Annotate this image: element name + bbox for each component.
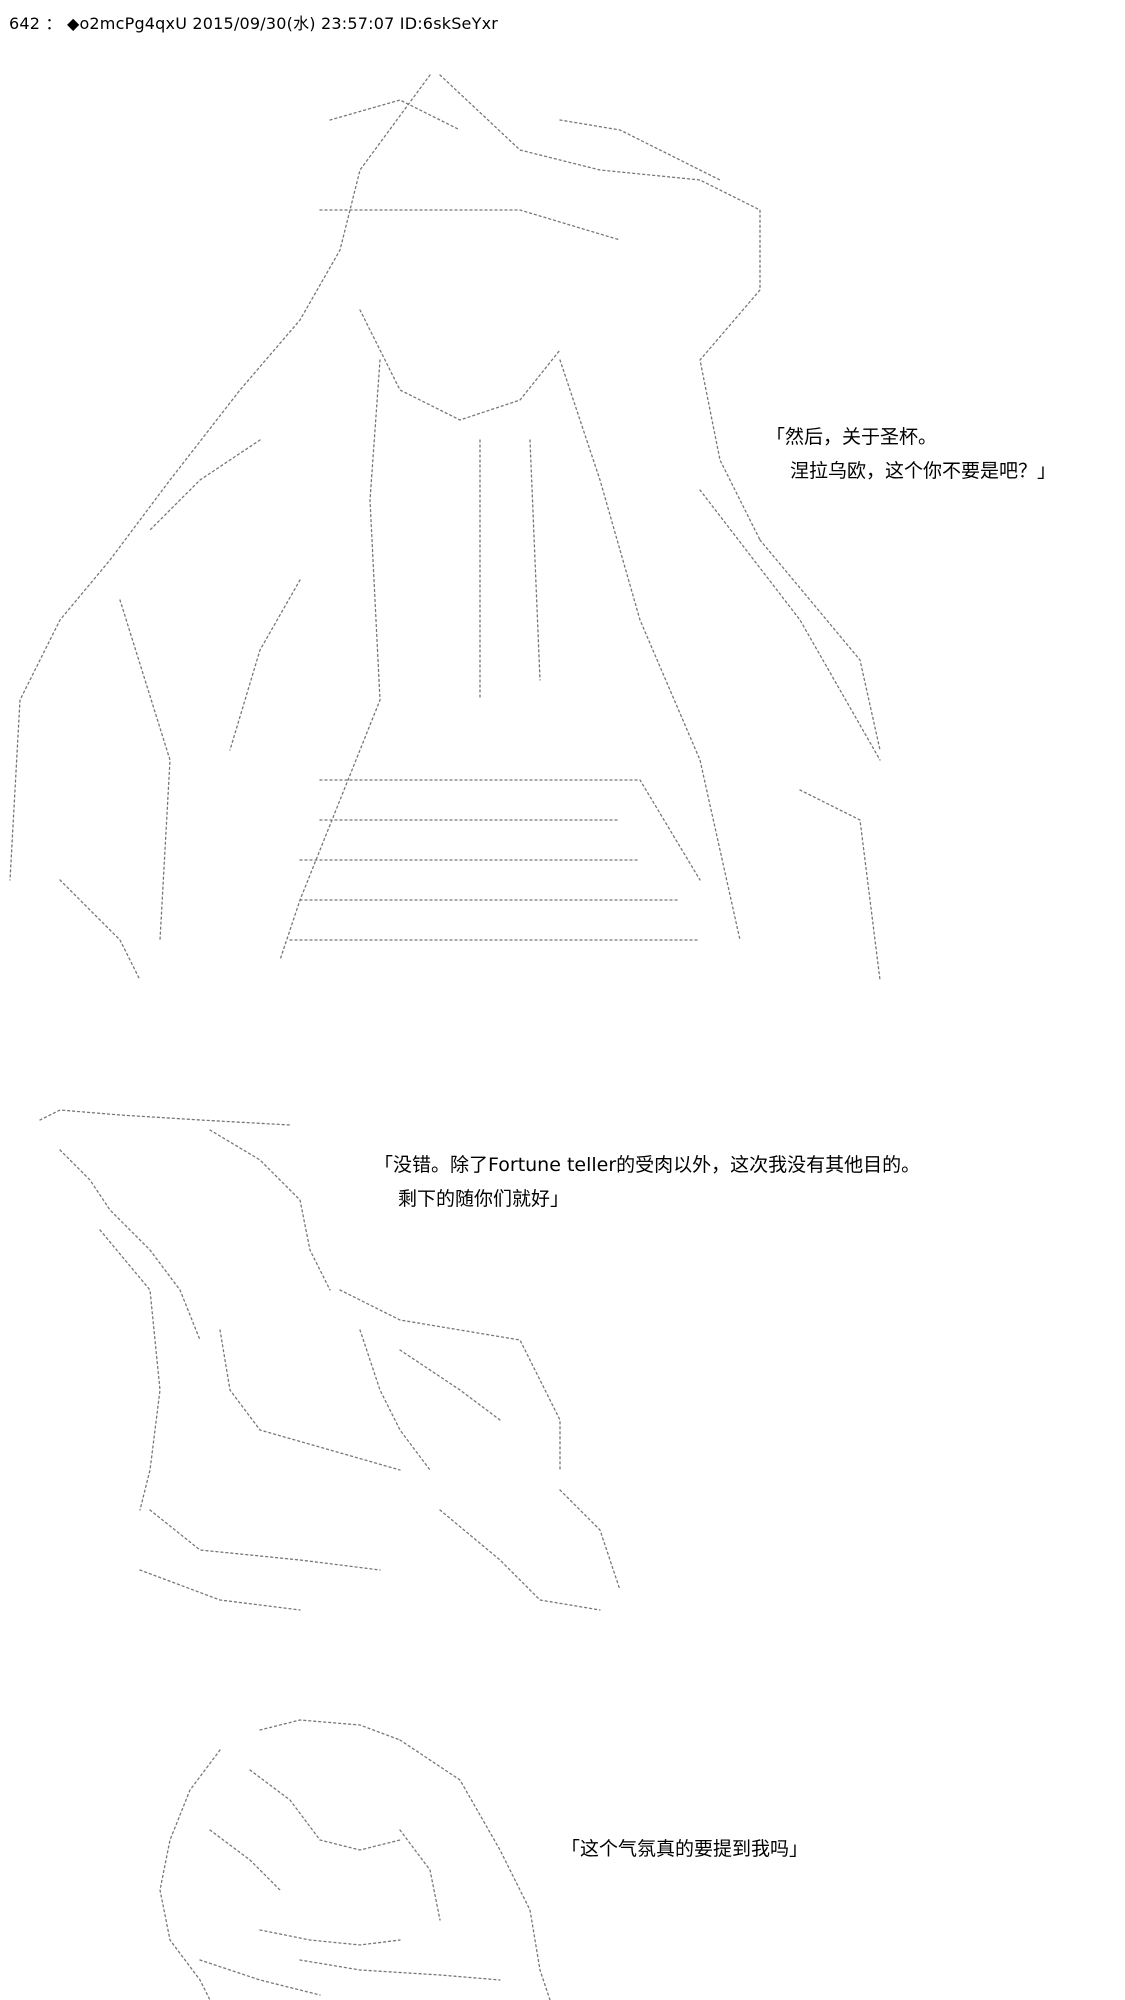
dialogue-2-line-2: 剩下的随你们就好」 — [398, 1188, 570, 1210]
dialogue-box-3: 「这个气氛真的要提到我吗」 — [561, 1832, 808, 1866]
post-separator: ： — [45, 14, 62, 33]
ascii-art-figure-small — [159, 1719, 551, 2000]
dialogue-1-line-1: 「然后，关于圣杯。 — [766, 426, 938, 448]
dialogue-1-line-2: 涅拉乌欧，这个你不要是吧？」 — [790, 460, 1057, 482]
ascii-art-figure-large — [9, 74, 881, 981]
dialogue-2-line-1: 「没错。除了Fortune teller的受肉以外，这次我没有其他目的。 — [374, 1154, 921, 1176]
post-header: 642 ： ◆o2mcPg4qxU 2015/09/30(水) 23:57:07… — [9, 10, 498, 34]
dialogue-box-2: 「没错。除了Fortune teller的受肉以外，这次我没有其他目的。 剩下的… — [374, 1148, 920, 1216]
dialogue-box-1: 「然后，关于圣杯。 涅拉乌欧，这个你不要是吧？」 — [766, 420, 1056, 488]
post-id: ID:6skSeYxr — [399, 14, 499, 33]
dialogue-3-line-1: 「这个气氛真的要提到我吗」 — [561, 1838, 809, 1860]
post-datetime: 2015/09/30(水) 23:57:07 — [192, 14, 395, 33]
post-number: 642 — [9, 14, 41, 33]
post-author: ◆o2mcPg4qxU — [66, 14, 188, 33]
